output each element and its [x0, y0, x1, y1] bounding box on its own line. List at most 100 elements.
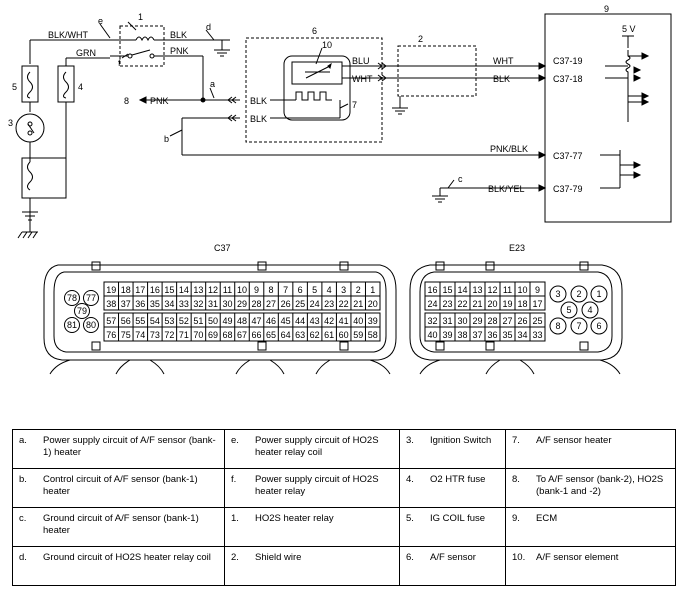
- legend-text: Ignition Switch: [430, 435, 492, 446]
- pin-circle: [581, 301, 599, 319]
- legend-text: Control circuit of A/F sensor (bank-1) h…: [43, 474, 198, 497]
- e23-pin: 15: [442, 285, 452, 295]
- pin-circle: [549, 285, 567, 303]
- c37-pin: 1: [370, 285, 375, 295]
- callout-f: f: [118, 58, 121, 68]
- callout-7: 7: [352, 100, 357, 110]
- wire-label-pnk-left: PNK: [150, 96, 169, 106]
- c37-side-pin: 79: [77, 306, 87, 316]
- pin-circle: [590, 317, 608, 335]
- e23-side-pin: 6: [596, 321, 601, 331]
- c37-pin: 62: [310, 330, 320, 340]
- legend-key: d.: [19, 552, 27, 563]
- legend-text: HO2S heater relay: [255, 513, 334, 524]
- pin-circle: [64, 317, 80, 333]
- c37-pin: 21: [353, 299, 363, 309]
- c37-pin: 24: [310, 299, 320, 309]
- e23-side-pin: 4: [587, 305, 592, 315]
- c37-pin: 39: [368, 316, 378, 326]
- e23-pin: 17: [532, 299, 542, 309]
- c37-pin: 20: [368, 299, 378, 309]
- e23-pin: 14: [457, 285, 467, 295]
- c37-pin: 15: [164, 285, 174, 295]
- legend-text: IG COIL fuse: [430, 513, 486, 524]
- c37-pin: 2: [356, 285, 361, 295]
- legend-cell: 2.Shield wire: [224, 546, 400, 586]
- e23-pin: 22: [457, 299, 467, 309]
- c37-pin: 28: [252, 299, 262, 309]
- legend-cell: 1.HO2S heater relay: [224, 507, 400, 547]
- e23-pin: 10: [517, 285, 527, 295]
- c37-pin: 38: [106, 299, 116, 309]
- c37-pin: 23: [324, 299, 334, 309]
- e23-pin: 35: [502, 330, 512, 340]
- legend-row: a.Power supply circuit of A/F sensor (ba…: [12, 429, 676, 469]
- c37-pin: 34: [164, 299, 174, 309]
- e23-pin: 37: [472, 330, 482, 340]
- c37-pin: 22: [339, 299, 349, 309]
- c37-pin: 14: [179, 285, 189, 295]
- c37-pin: 76: [106, 330, 116, 340]
- c37-pin: 3: [341, 285, 346, 295]
- c37-pin: 59: [353, 330, 363, 340]
- c37-pin: 19: [106, 285, 116, 295]
- legend-text: Power supply circuit of HO2S heater rela…: [255, 435, 379, 458]
- legend-key: 10.: [512, 552, 526, 563]
- callout-2: 2: [418, 34, 423, 44]
- legend-text: A/F sensor heater: [536, 435, 612, 446]
- legend-text: Ground circuit of HO2S heater relay coil: [43, 552, 211, 563]
- callout-d: d: [206, 22, 211, 32]
- legend-key: 8.: [512, 474, 520, 485]
- c37-pin: 48: [237, 316, 247, 326]
- e23-pin: 31: [442, 316, 452, 326]
- c37-pin: 17: [135, 285, 145, 295]
- c37-pin: 26: [281, 299, 291, 309]
- c37-pin: 72: [164, 330, 174, 340]
- c37-pin: 44: [295, 316, 305, 326]
- c37-pin: 32: [193, 299, 203, 309]
- e23-pin: 12: [487, 285, 497, 295]
- relay-box: [119, 25, 165, 67]
- c37-pin: 53: [164, 316, 174, 326]
- c37-pin: 18: [121, 285, 131, 295]
- legend-key: 9.: [512, 513, 520, 524]
- c37-pin: 5: [312, 285, 317, 295]
- c37-pin: 54: [150, 316, 160, 326]
- c37-pin: 37: [121, 299, 131, 309]
- e23-pin: 13: [472, 285, 482, 295]
- legend-table: a.Power supply circuit of A/F sensor (ba…: [12, 429, 676, 586]
- c37-side-pin: 78: [67, 293, 77, 303]
- c37-pin: 67: [237, 330, 247, 340]
- c37-pin: 64: [281, 330, 291, 340]
- e23-pin: 26: [517, 316, 527, 326]
- pin-circle: [83, 290, 99, 306]
- c37-pin: 60: [339, 330, 349, 340]
- legend-cell: 4.O2 HTR fuse: [399, 468, 506, 508]
- legend-key: 7.: [512, 435, 520, 446]
- legend-cell: e.Power supply circuit of HO2S heater re…: [224, 429, 400, 469]
- e23-pin: 38: [457, 330, 467, 340]
- e23-pin: 25: [532, 316, 542, 326]
- e23-side-pin: 3: [555, 289, 560, 299]
- pin-circle: [560, 301, 578, 319]
- legend-cell: 7. A/F sensor heater: [505, 429, 676, 469]
- wiring-diagram: BLK/WHT GRN BLK PNK PNK BLK BLK BLU WHT …: [8, 4, 672, 375]
- legend-cell: b.Control circuit of A/F sensor (bank-1)…: [12, 468, 225, 508]
- c37-pin: 11: [223, 285, 232, 295]
- e23-pin: 32: [427, 316, 437, 326]
- pin-circle: [570, 285, 588, 303]
- e23-pin: 20: [487, 299, 497, 309]
- c37-pin: 70: [193, 330, 203, 340]
- c37-side-pin: 80: [86, 320, 96, 330]
- legend-row: c.Ground circuit of A/F sensor (bank-1) …: [12, 507, 676, 547]
- e23-pin: 27: [502, 316, 512, 326]
- c37-pin: 27: [266, 299, 276, 309]
- pin-circle: [549, 317, 567, 335]
- c37-pin: 7: [283, 285, 288, 295]
- callout-5: 5: [12, 82, 17, 92]
- c37-pin: 51: [193, 316, 203, 326]
- e23-pin: 34: [517, 330, 527, 340]
- c37-side-pin: 77: [86, 293, 96, 303]
- e23-pin: 16: [427, 285, 437, 295]
